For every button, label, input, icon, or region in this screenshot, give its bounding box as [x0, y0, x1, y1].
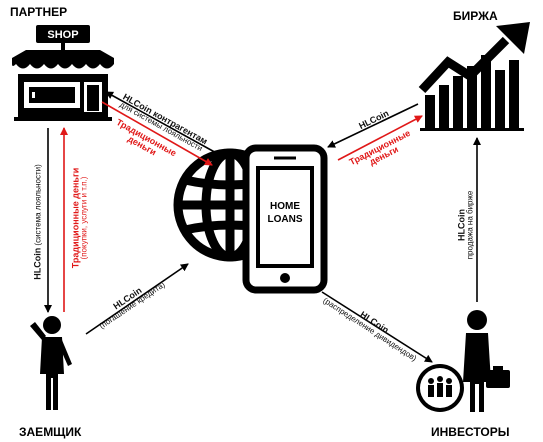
label-partner-to-borrower-sub: (система лояльности): [33, 164, 43, 246]
investors-title: ИНВЕСТОРЫ: [431, 425, 510, 439]
label-partner-to-borrower: HLCoin (система лояльности): [32, 164, 43, 280]
arrow-app-to-exchange: [337, 115, 423, 161]
label-borrower-to-partner-sub: (покупки, услуги и т.п.): [79, 176, 89, 260]
borrower-title: ЗАЕМЩИК: [19, 425, 82, 439]
arrow-exchange-to-app: [327, 103, 419, 148]
exchange-title: БИРЖА: [453, 9, 498, 23]
label-partner-to-borrower-coin: HLCoin: [32, 247, 43, 280]
arrow-app-to-partner: [105, 91, 221, 156]
partner-title: ПАРТНЕР: [10, 5, 68, 19]
label-investors-to-exchange-sub: продажа на бирже: [465, 190, 475, 260]
phone-text-line2: LOANS: [268, 214, 303, 225]
investors-icon: [416, 310, 510, 412]
shop-icon: SHOP: [12, 25, 114, 121]
stock-chart-icon: [418, 22, 530, 131]
label-borrower-to-partner: Традиционные деньги (покупки, услуги и т…: [71, 168, 89, 269]
shop-sign-text: SHOP: [47, 29, 78, 41]
borrower-icon: [30, 316, 72, 410]
phone-text-line1: HOME: [270, 201, 300, 212]
arrow-app-to-investors: [321, 291, 433, 363]
arrow-borrower-to-app: [85, 263, 189, 335]
smartphone-icon: HOME LOANS: [242, 144, 328, 294]
arrow-partner-to-app: [101, 101, 213, 166]
label-investors-to-exchange: HLCoin продажа на бирже: [457, 190, 475, 260]
